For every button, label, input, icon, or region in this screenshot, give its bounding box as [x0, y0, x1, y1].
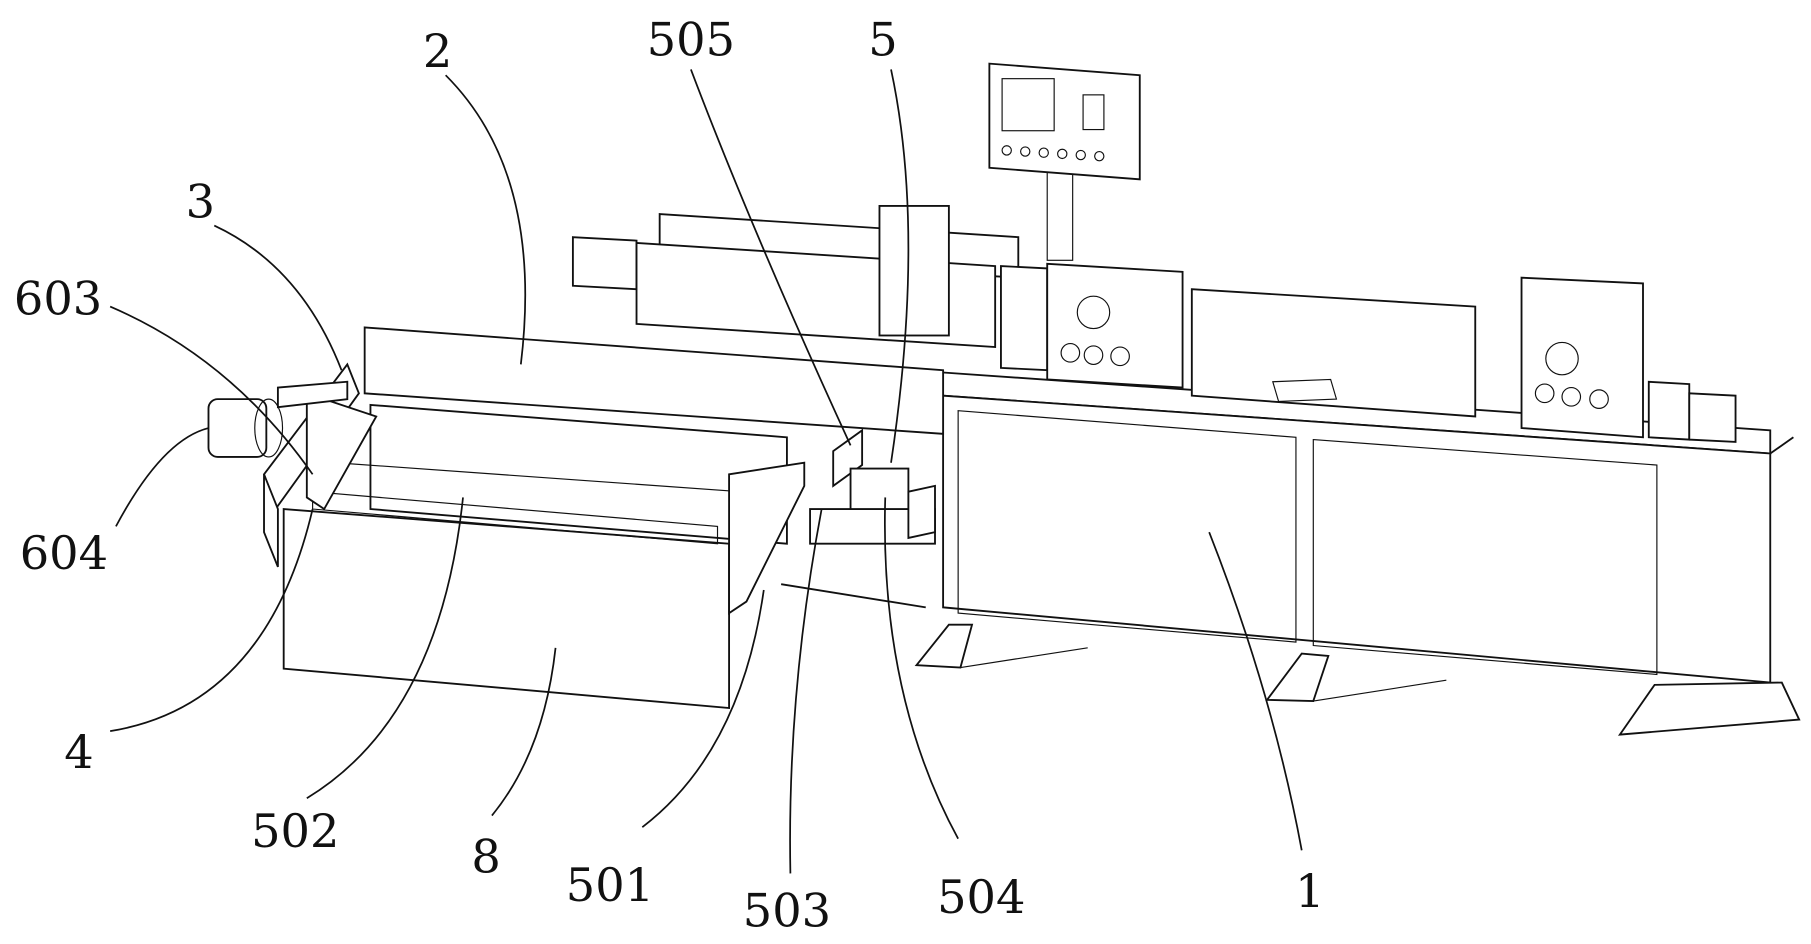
label-3: 3	[186, 174, 215, 228]
label-8: 8	[471, 829, 500, 883]
label-504: 504	[937, 870, 1025, 924]
machine-bed-1	[916, 264, 1799, 735]
right-plate	[729, 463, 804, 613]
label-5: 5	[868, 13, 897, 67]
label-505: 505	[647, 13, 735, 67]
control-panel	[989, 64, 1139, 261]
rear-rail-assembly	[573, 206, 1047, 370]
label-2: 2	[423, 24, 452, 78]
label-501: 501	[566, 858, 654, 912]
label-1: 1	[1295, 864, 1324, 918]
label-604: 604	[20, 526, 108, 580]
label-4: 4	[64, 725, 93, 779]
label-502: 502	[251, 804, 339, 858]
collection-box-8	[284, 405, 787, 708]
clamp-unit-5	[810, 430, 935, 543]
label-603: 603	[14, 272, 102, 326]
label-503: 503	[743, 884, 831, 938]
